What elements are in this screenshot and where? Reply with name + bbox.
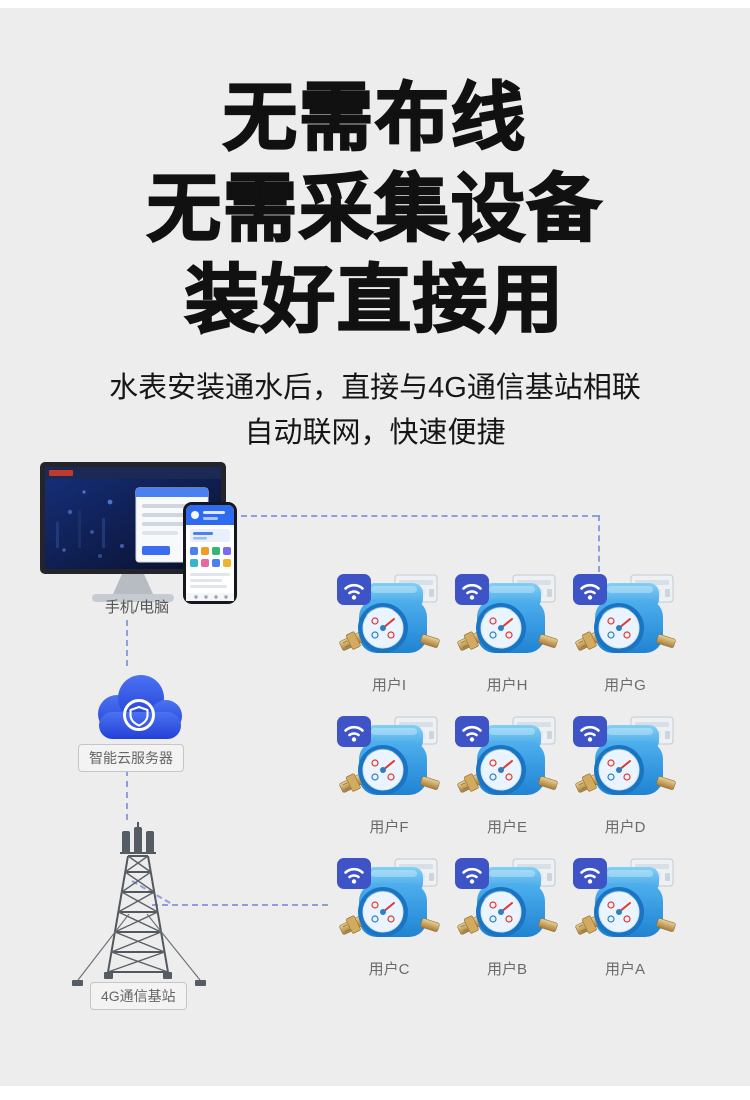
meter-grid: 用户I 用户H 用户G 用户F 用户E 用户D <box>330 574 684 1000</box>
headline-line-2: 无需采集设备 <box>146 166 603 251</box>
meter-label: 用户A <box>604 961 645 978</box>
meter-label: 用户G <box>604 677 646 694</box>
water-meter-icon <box>573 716 677 812</box>
meter-label: 用户D <box>604 819 646 836</box>
phone-illustration <box>183 502 237 604</box>
tower-illustration <box>72 822 206 986</box>
meter-label: 用户C <box>368 961 410 978</box>
subtitle-line-1: 水表安装通水后，直接与4G通信基站相联 <box>109 372 641 404</box>
meter-label: 用户H <box>486 677 528 694</box>
meter-user-b: 用户B <box>448 858 566 1000</box>
water-meter-icon <box>455 574 559 670</box>
meter-user-g: 用户G <box>566 574 684 716</box>
meter-label: 用户I <box>371 677 407 694</box>
cloud-server-icon <box>98 675 182 739</box>
meter-user-i: 用户I <box>330 574 448 716</box>
terminal-label: 手机/电脑 <box>104 599 170 616</box>
system-diagram: 手机/电脑 智能云服务器 <box>0 462 750 1087</box>
meter-label: 用户B <box>486 961 527 978</box>
line-terminal-meters-v <box>598 515 600 572</box>
water-meter-icon <box>573 858 677 954</box>
meter-label: 用户E <box>486 819 527 836</box>
water-meter-icon <box>455 858 559 954</box>
shield-icon <box>129 705 149 727</box>
meter-user-f: 用户F <box>330 716 448 858</box>
water-meter-icon <box>573 574 677 670</box>
line-terminal-cloud <box>126 620 128 666</box>
meter-label: 用户F <box>369 819 409 836</box>
meter-user-e: 用户E <box>448 716 566 858</box>
headline-line-1: 无需布线 <box>222 75 527 160</box>
meter-user-d: 用户D <box>566 716 684 858</box>
subtitle-line-2: 自动联网，快速便捷 <box>244 417 506 449</box>
water-meter-icon <box>337 858 441 954</box>
water-meter-icon <box>455 716 559 812</box>
water-meter-icon <box>337 574 441 670</box>
headline: 无需布线 无需采集设备 装好直接用 <box>0 72 750 345</box>
line-tower-meters <box>152 904 328 906</box>
station-label: 4G通信基站 <box>90 982 187 1010</box>
meter-user-a: 用户A <box>566 858 684 1000</box>
subtitle: 水表安装通水后，直接与4G通信基站相联 自动联网，快速便捷 <box>0 366 750 456</box>
meter-user-c: 用户C <box>330 858 448 1000</box>
line-cloud-tower <box>126 770 128 820</box>
headline-line-3: 装好直接用 <box>184 257 565 342</box>
meter-user-h: 用户H <box>448 574 566 716</box>
water-meter-icon <box>337 716 441 812</box>
cloud-label: 智能云服务器 <box>78 744 184 772</box>
line-terminal-meters-h <box>241 515 598 517</box>
